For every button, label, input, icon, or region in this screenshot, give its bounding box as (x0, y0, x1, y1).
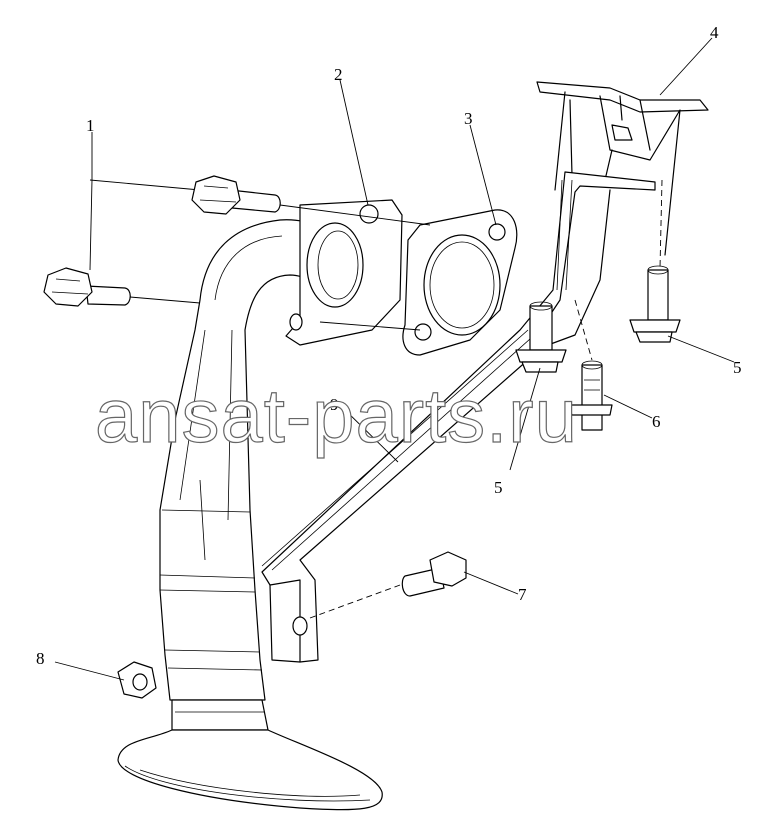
bracket-bolt-right (629, 265, 681, 343)
callout-5-right: 5 (733, 358, 742, 377)
clamp-bolt-axis (309, 584, 401, 619)
callout-2: 2 (334, 65, 343, 84)
callout-4: 4 (710, 23, 719, 42)
callout-5-center: 5 (494, 478, 503, 497)
tube-clamp-bolt (309, 551, 467, 619)
flange-bolts (43, 175, 431, 331)
callout-1: 1 (86, 116, 95, 135)
bracket-bolt-center (515, 301, 567, 373)
oil-pickup-tube (117, 199, 403, 811)
bracket-stud (567, 360, 613, 431)
bolt-axis-right (659, 179, 663, 269)
stud-axis (574, 299, 593, 361)
pickup-support-bracket (261, 171, 656, 663)
callout-9: 9 (330, 395, 339, 414)
watermark-text: ansat-parts.ru (95, 374, 578, 459)
callout-3: 3 (464, 109, 473, 128)
callout-leaders (54, 37, 735, 681)
flange-gasket (402, 209, 518, 356)
callout-6: 6 (652, 412, 661, 431)
tube-clamp-nut (117, 661, 157, 699)
flange-bolt-upper (191, 175, 281, 215)
callout-7: 7 (518, 585, 527, 604)
callout-8: 8 (36, 649, 45, 668)
flange-bolt-lower (43, 267, 131, 307)
